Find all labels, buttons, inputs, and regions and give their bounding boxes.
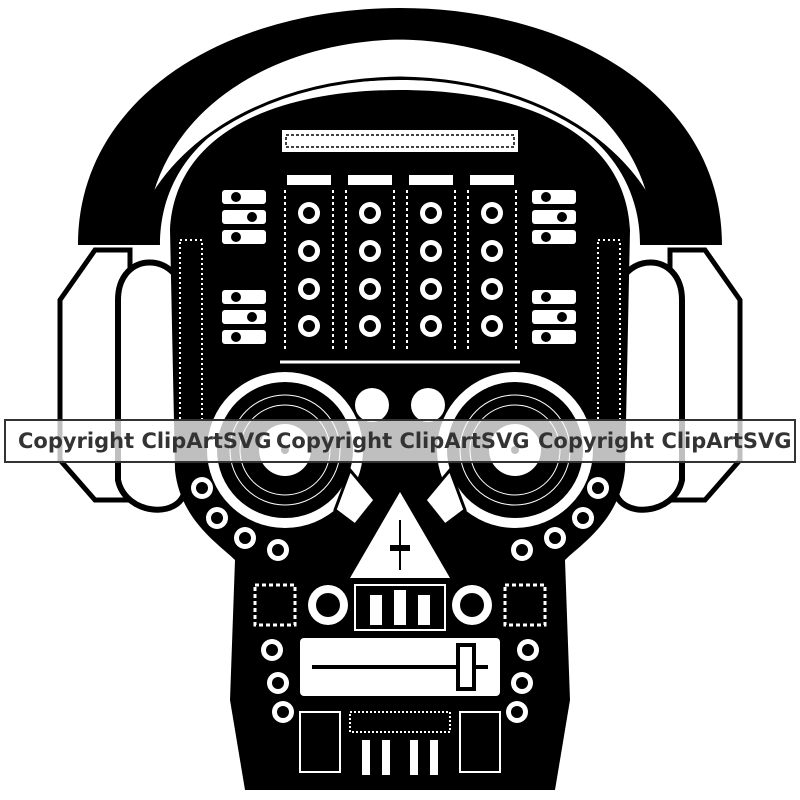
lower-controls [253, 583, 547, 631]
left-ear-cup [57, 247, 188, 513]
center-knobs [355, 388, 445, 422]
watermark-text-3: Copyright ClipArtSVG [538, 429, 792, 453]
mixer-channel [345, 175, 395, 350]
headband [78, 8, 722, 245]
watermark-text-1: Copyright ClipArtSVG [18, 429, 272, 453]
cheek-knobs [191, 477, 609, 723]
nose-triangle [350, 492, 450, 578]
mixer-channel [284, 175, 334, 350]
mixer-channel [406, 175, 456, 350]
right-ear-cup [612, 247, 743, 513]
mixer-panel [280, 130, 520, 364]
crossfader [300, 638, 500, 696]
watermark-band: Copyright ClipArtSVG Copyright ClipArtSV… [4, 419, 796, 463]
level-meters [179, 239, 621, 421]
watermark-text-2: Copyright ClipArtSVG [276, 429, 530, 453]
mixer-channel [467, 175, 517, 350]
jaw-controls [299, 711, 501, 775]
side-knob-blocks [222, 190, 576, 344]
